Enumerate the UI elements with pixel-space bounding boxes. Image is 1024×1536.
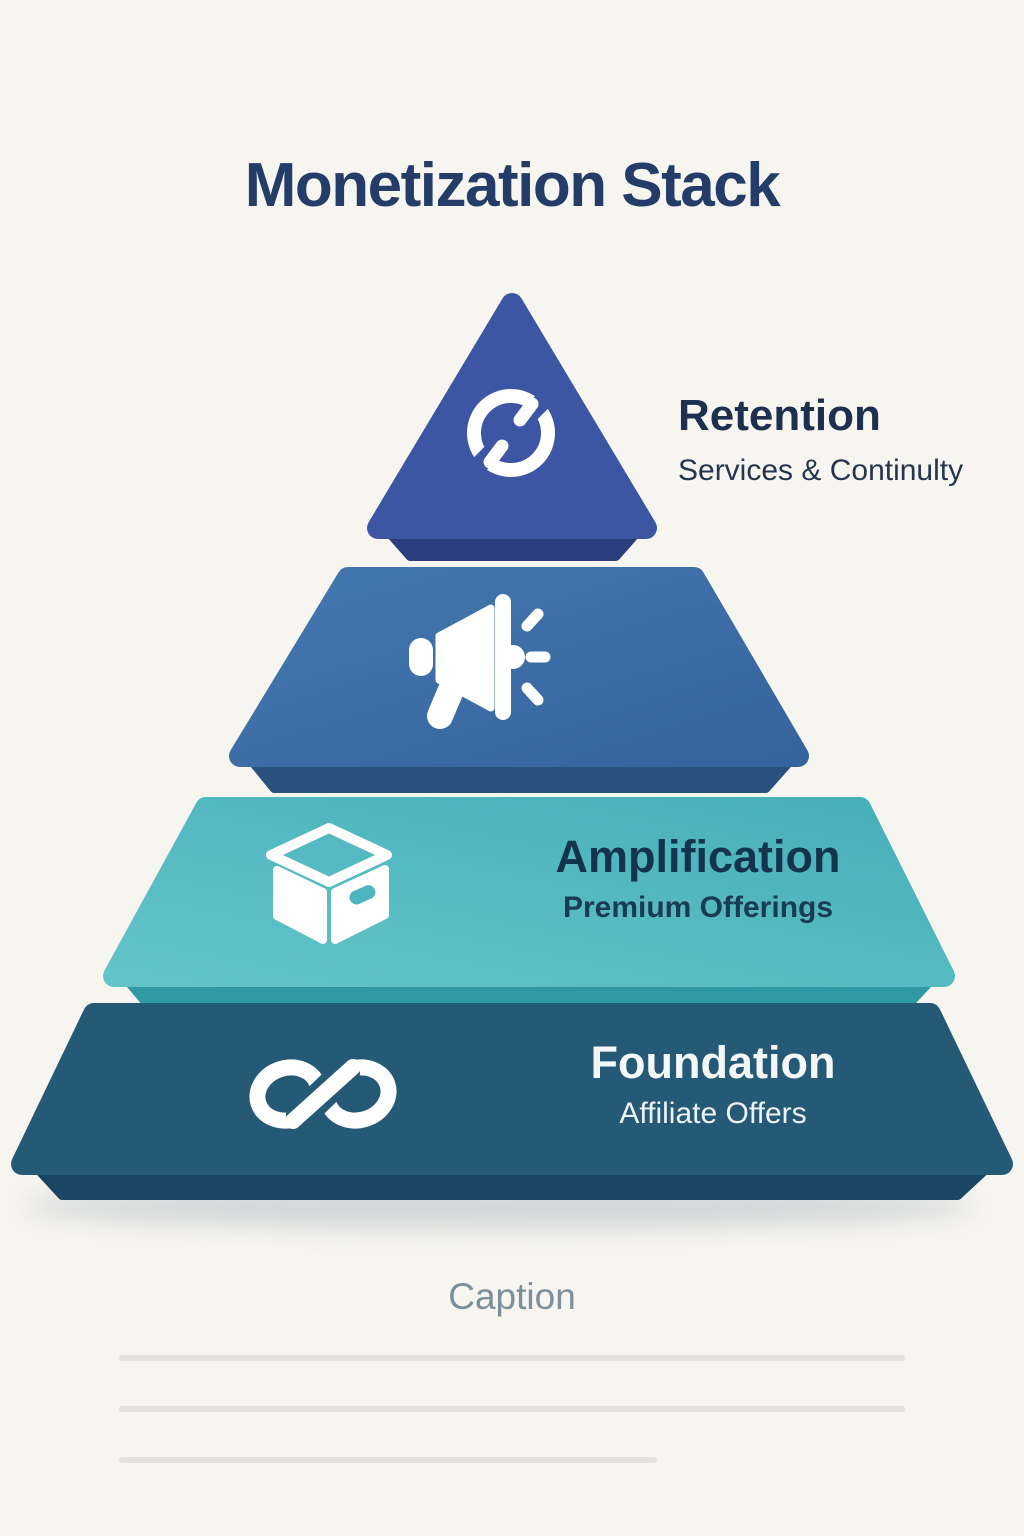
megaphone-icon [409,594,551,729]
amplification-title: Amplification [555,831,841,882]
tier-retention [367,293,657,561]
foundation-subtitle: Affiliate Offers [619,1097,807,1130]
amplification-subtitle: Premium Offerings [562,891,834,924]
foundation-title: Foundation [590,1037,836,1088]
retention-title: Retention [678,391,881,440]
retention-subtitle: Services & Continulty [678,454,964,487]
retention-label-block: Retention Services & Continulty [678,394,1018,486]
placeholder-line [119,1457,657,1463]
tier-foundation [11,1003,1013,1200]
sync-icon [456,378,566,488]
tier-retention-face [367,293,657,539]
package-box-icon [266,823,392,944]
amplification-label-block: Amplification Premium Offerings [537,834,859,923]
infinity-link-icon [249,1058,397,1130]
foundation-label-block: Foundation Affiliate Offers [552,1040,874,1129]
page-title: Monetization Stack [244,151,781,220]
placeholder-line [119,1355,905,1361]
placeholder-line [119,1406,905,1412]
tier-amplification [103,797,955,1012]
tier-foundation-face [11,1003,1013,1175]
tier-broadcast [229,567,809,793]
caption-text: Caption [448,1276,576,1317]
